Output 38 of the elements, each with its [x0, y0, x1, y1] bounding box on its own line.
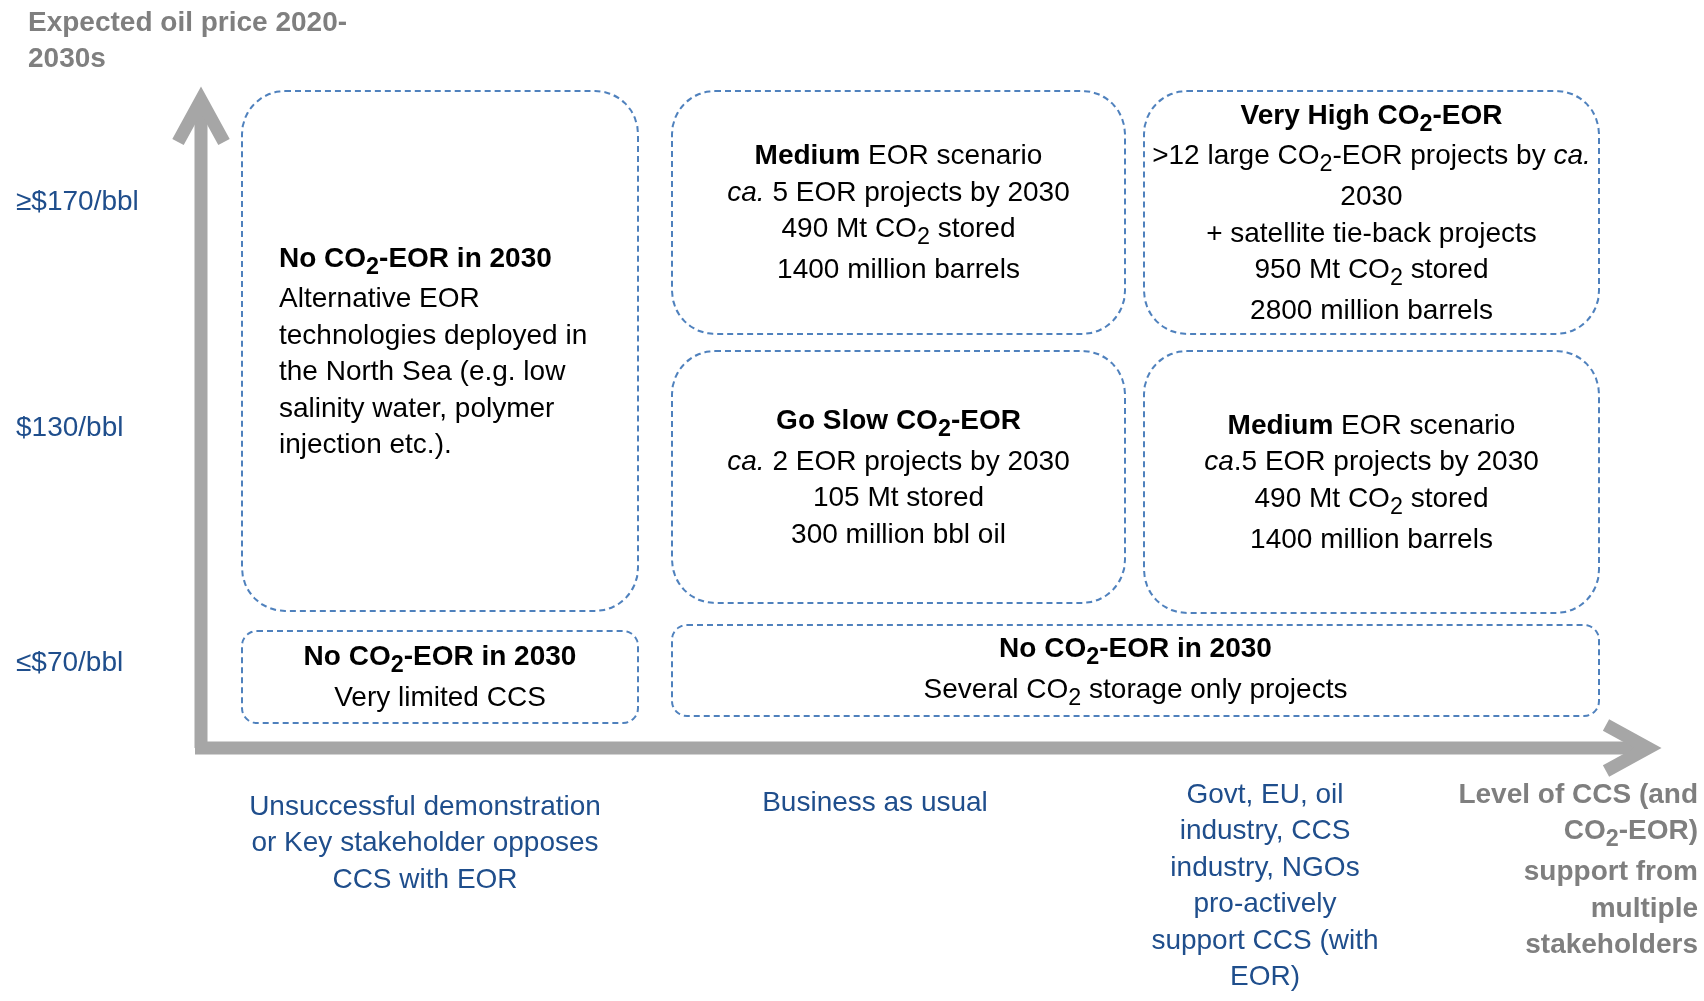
scenario-box — [671, 624, 1600, 717]
scenario-heading: Medium EOR scenario — [1227, 407, 1516, 442]
scenario-heading: Go Slow CO$_{2}$-EOR — [776, 402, 1021, 443]
axis-category-label: Govt, EU, oil industry, CCS industry, NGOs pro-actively support CCS (with EOR) — [1150, 777, 1380, 993]
scenario-box — [1143, 350, 1600, 614]
scenario-text: Alternative EOR technologies deployed in the North Sea (e.g. low salinity water, polymer injection etc.). — [279, 281, 589, 462]
scenario-heading: No CO$_{2}$-EOR in 2030 — [999, 630, 1272, 671]
scenario-text: 1400 million barrels — [1250, 521, 1493, 556]
tick-label: $130/bbl — [16, 410, 125, 444]
scenario-box — [671, 350, 1126, 604]
scenario-heading: Very High CO$_{2}$-EOR — [1240, 97, 1503, 138]
scenario-box — [1143, 90, 1600, 335]
scenario-text: ca.5 EOR projects by 2030 — [1204, 444, 1539, 479]
scenario-text: >12 large CO$_{2}$-EOR projects by ca. 2030 — [1151, 138, 1592, 214]
scenario-heading: No CO$_{2}$-EOR in 2030 — [303, 639, 577, 679]
scenario-text: ca. 2 EOR projects by 2030 — [727, 443, 1070, 478]
axis-title: Level of CCS (and CO$_{2}$-EOR) support from multiple stakeholders — [1458, 777, 1698, 962]
axis-title: Expected oil price 2020-2030s — [28, 5, 348, 76]
tick-label: ≤$70/bbl — [16, 645, 125, 679]
axis-category-label: Unsuccessful demonstration or Key stakeholder opposes CCS with EOR — [248, 789, 602, 896]
scenario-text: 490 Mt CO$_{2}$ stored — [1254, 480, 1489, 521]
scenario-text: 1400 million barrels — [777, 252, 1020, 287]
scenario-text: 300 million bbl oil — [791, 516, 1006, 551]
scenario-text: + satellite tie-back projects — [1206, 215, 1537, 250]
scenario-text: Very limited CCS — [334, 680, 546, 715]
axis-category-label: Business as usual — [761, 785, 989, 819]
scenario-text: 490 Mt CO$_{2}$ stored — [781, 211, 1016, 251]
scenario-box — [241, 90, 639, 612]
scenario-text: 2800 million barrels — [1250, 293, 1493, 328]
tick-label: ≥$170/bbl — [16, 184, 140, 218]
scenario-text: 950 Mt CO$_{2}$ stored — [1254, 252, 1489, 292]
scenario-heading: No CO$_{2}$-EOR in 2030 — [279, 240, 552, 281]
scenario-box — [671, 90, 1126, 335]
scenario-text: ca. 5 EOR projects by 2030 — [727, 174, 1070, 209]
scenario-heading: Medium EOR scenario — [754, 138, 1043, 173]
scenario-text: 105 Mt stored — [812, 480, 985, 515]
scenario-box — [241, 630, 639, 724]
scenario-text: Several CO$_{2}$ storage only projects — [923, 671, 1348, 712]
